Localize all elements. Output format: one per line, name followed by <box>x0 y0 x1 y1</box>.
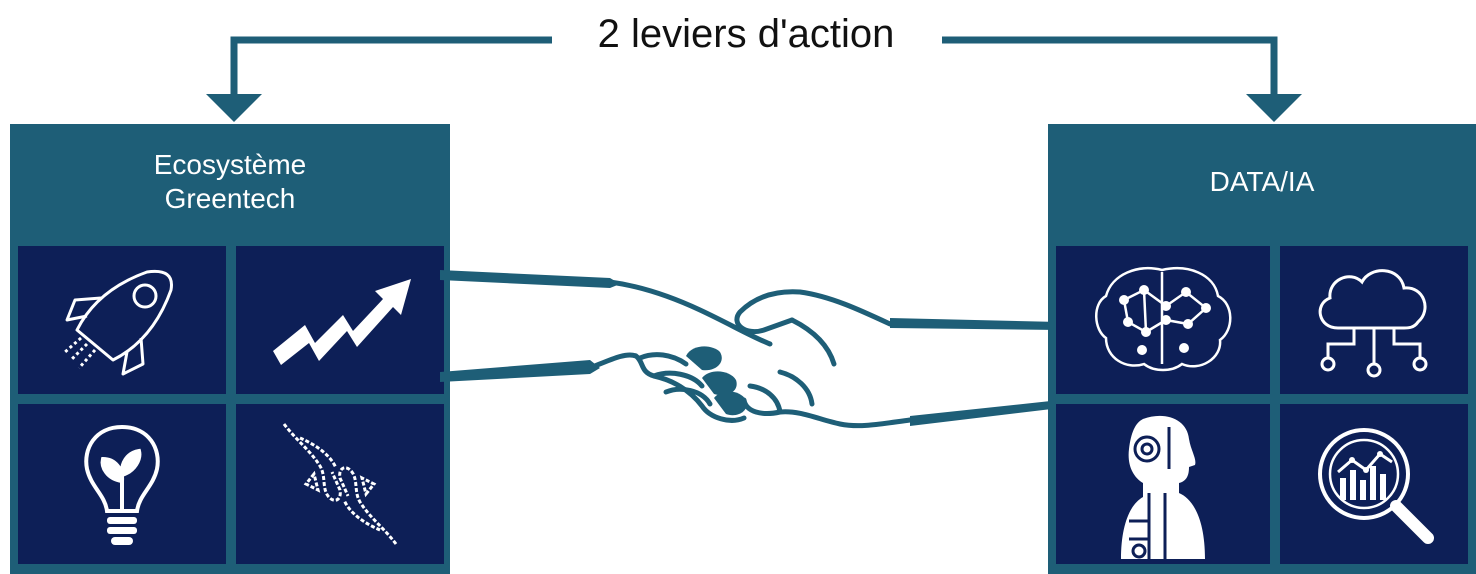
panel-grid-right <box>1048 240 1476 574</box>
right-arrow-head <box>1246 94 1302 122</box>
brain-network-icon <box>1088 260 1238 380</box>
tile-hands <box>236 404 444 564</box>
tile-lightbulb <box>18 404 226 564</box>
panel-header-left-line2: Greentech <box>154 182 307 216</box>
panel-grid-left <box>10 240 450 574</box>
magnifier-analytics-icon <box>1304 414 1444 554</box>
panel-header-left-line1: Ecosystème <box>154 148 307 182</box>
tile-growth <box>236 246 444 394</box>
lightbulb-plant-icon <box>77 419 167 549</box>
tile-analytics <box>1280 404 1468 564</box>
panel-data-ia: DATA/IA <box>1048 124 1476 574</box>
tile-cloud <box>1280 246 1468 394</box>
panel-header-right: DATA/IA <box>1048 124 1476 240</box>
robot-head-icon <box>1113 409 1213 559</box>
handshake-icon <box>440 240 1060 450</box>
cloud-network-icon <box>1304 260 1444 380</box>
tile-rocket <box>18 246 226 394</box>
rocket-icon <box>57 260 187 380</box>
tile-robot <box>1056 404 1270 564</box>
panel-header-left: Ecosystème Greentech <box>10 124 450 240</box>
hands-exchange-icon <box>270 414 410 554</box>
diagram-title: 2 leviers d'action <box>556 6 936 62</box>
tile-brain <box>1056 246 1270 394</box>
growth-arrow-icon <box>265 265 415 375</box>
panel-ecosysteme-greentech: Ecosystème Greentech <box>10 124 450 574</box>
left-arrow-head <box>206 94 262 122</box>
